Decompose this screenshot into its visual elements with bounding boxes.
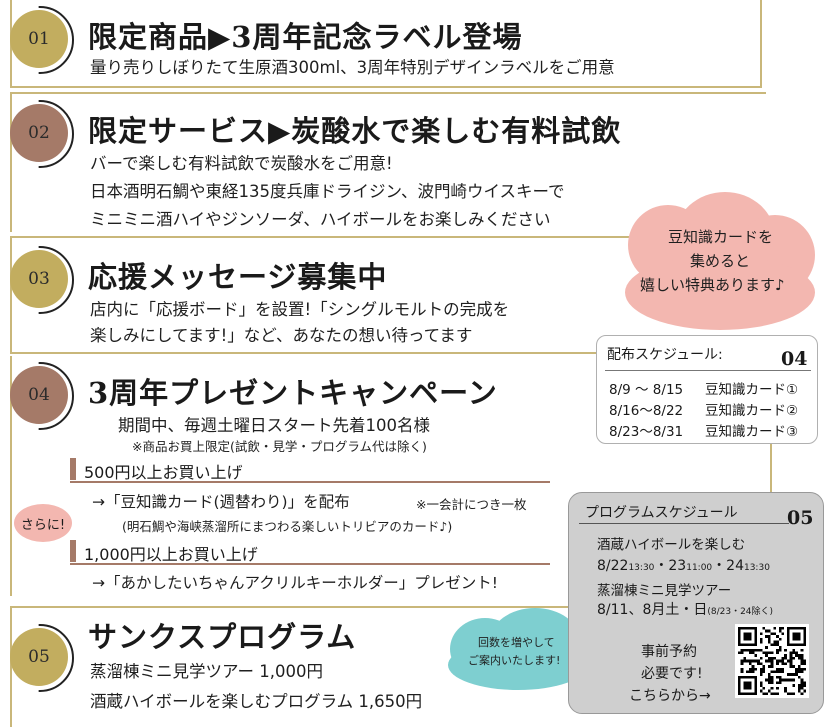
section-03-line-1: 店内に「応援ボード」を設置!「シングルモルトの完成を <box>90 300 510 319</box>
section-02-line-2: 日本酒明石鯛や東経135度兵庫ドライジン、波門崎ウイスキーで <box>90 182 565 201</box>
schedule-row-1-card: 豆知識カード① <box>705 382 799 398</box>
reservation-qr-code[interactable] <box>735 624 809 698</box>
section-01-number-badge: 01 <box>10 10 68 68</box>
tier-1-underline <box>70 481 550 483</box>
tier-1-bar <box>70 458 76 480</box>
distribution-schedule-number: 04 <box>781 348 808 370</box>
section-02-line-1: バーで楽しむ有料試飲で炭酸水をご用意! <box>90 154 393 173</box>
section-04-frame <box>10 356 772 596</box>
section-02-title: 限定サービス▶炭酸水で楽しむ有料試飲 <box>88 114 622 148</box>
distribution-schedule-heading: 配布スケジュール: <box>607 347 723 363</box>
tip-cloud-line-2: 集めると <box>690 252 751 270</box>
tip-cloud-line-1: 豆知識カードを <box>668 228 774 246</box>
schedule-row-3-card: 豆知識カード③ <box>705 424 799 440</box>
tier-2-item: →「あかしたいちゃんアクリルキーホルダー」プレゼント! <box>92 574 498 592</box>
section-04-line-1: 期間中、毎週土曜日スタート先着100名様 <box>118 416 430 435</box>
reserve-line-2: 必要です! <box>641 666 703 682</box>
section-03-title: 応援メッセージ募集中 <box>88 260 388 294</box>
section-01-title: 限定商品▶3周年記念ラベル登場 <box>88 20 523 54</box>
tier-2-underline <box>70 563 550 565</box>
qr-code-graphic <box>738 627 806 695</box>
reserve-line-3[interactable]: こちらから→ <box>629 688 711 704</box>
program-schedule-heading: プログラムスケジュール <box>585 505 738 521</box>
section-05-title: サンクスプログラム <box>88 620 357 654</box>
schedule-row-3-dates: 8/23〜8/31 <box>609 424 684 440</box>
section-02-frame <box>10 92 766 232</box>
section-01-number: 01 <box>28 29 50 49</box>
section-05-line-2: 酒蔵ハイボールを楽しむプログラム 1,650円 <box>90 692 423 711</box>
program-2-title: 蒸溜棟ミニ見学ツアー <box>597 583 732 599</box>
tip-cloud-line-3: 嬉しい特典あります♪ <box>640 276 785 294</box>
section-04-number-badge: 04 <box>10 366 68 424</box>
schedule-row-2-card: 豆知識カード② <box>705 403 799 419</box>
section-03-number: 03 <box>28 269 50 289</box>
notice-cloud-line-2: ご案内いたします! <box>468 654 561 667</box>
extra-badge-label: さらに! <box>20 517 66 533</box>
section-04-title: 3周年プレゼントキャンペーン <box>88 376 498 410</box>
section-05-number: 05 <box>28 647 50 667</box>
tier-2-bar <box>70 540 76 562</box>
section-01-line-1: 量り売りしぼりたて生原酒300ml、3周年特別デザインラベルをご用意 <box>90 58 615 77</box>
tier-2-label: 1,000円以上お買い上げ <box>84 545 258 564</box>
section-04-number: 04 <box>28 385 50 405</box>
section-03-frame <box>10 236 630 354</box>
extra-badge: さらに! <box>14 504 72 542</box>
program-1-dates: 8/2213:30・2311:00・2413:30 <box>597 558 770 574</box>
section-03-number-badge: 03 <box>10 250 68 308</box>
section-05-number-badge: 05 <box>10 628 68 686</box>
program-2-dates: 8/11、8月土・日(8/23・24除く) <box>597 602 774 618</box>
section-03-line-2: 楽しみにしてます!」など、あなたの想い待ってます <box>90 326 473 345</box>
program-schedule-divider <box>579 523 789 524</box>
tier-1-note: ※一会計につき一枚 <box>416 497 527 512</box>
section-04-note: ※商品お買上限定(試飲・見学・プログラム代は除く) <box>132 439 427 454</box>
tier-1-label: 500円以上お買い上げ <box>84 463 243 482</box>
distribution-schedule-divider <box>605 370 811 371</box>
schedule-row-1-dates: 8/9 〜 8/15 <box>609 382 684 398</box>
distribution-schedule-box: 配布スケジュール: 04 8/9 〜 8/15 豆知識カード① 8/16〜8/2… <box>596 335 818 444</box>
notice-cloud-line-1: 回数を増やして <box>478 636 555 649</box>
program-schedule-number: 05 <box>787 507 814 529</box>
program-1-title: 酒蔵ハイボールを楽しむ <box>597 537 746 553</box>
section-02-number-badge: 02 <box>10 104 68 162</box>
section-05-line-1: 蒸溜棟ミニ見学ツアー 1,000円 <box>90 662 323 681</box>
tier-1-item: →「豆知識カード(週替わり)」を配布 <box>92 493 350 511</box>
schedule-row-2-dates: 8/16〜8/22 <box>609 403 684 419</box>
section-02-line-3: ミニミニ酒ハイやジンソーダ、ハイボールをお楽しみください <box>90 210 551 229</box>
section-02-number: 02 <box>28 123 50 143</box>
reserve-line-1: 事前予約 <box>641 644 697 660</box>
tier-1-sub: (明石鯛や海峡蒸溜所にまつわる楽しいトリビアのカード♪) <box>122 519 453 534</box>
